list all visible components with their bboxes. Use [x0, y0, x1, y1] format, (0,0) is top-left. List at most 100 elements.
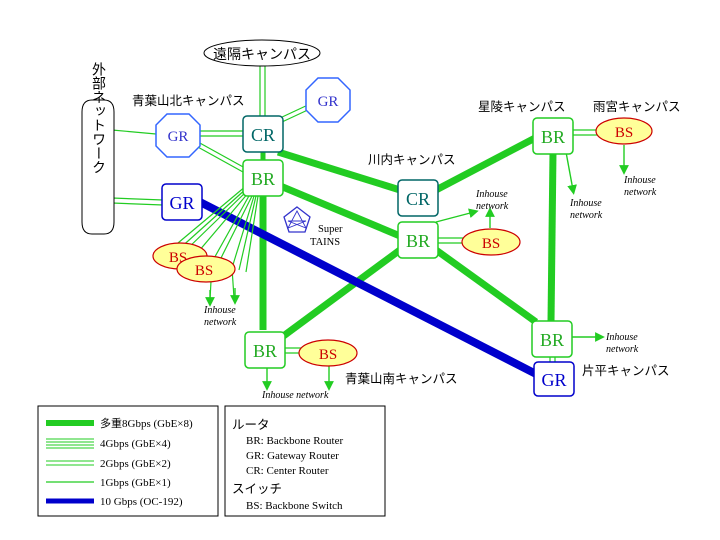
legend-router-cr: CR: Center Router — [246, 465, 329, 477]
aobayama-north-label: 青葉山北キャンパス — [132, 93, 245, 108]
inhouse-text: network — [624, 187, 657, 198]
links — [111, 62, 598, 379]
inhouse-text: Inhouse — [203, 305, 236, 316]
legend-label-10gbps: 10 Gbps (OC-192) — [100, 496, 183, 508]
gr-octagon-left[interactable]: GR — [155, 113, 201, 158]
amamiya-label: 雨宮キャンパス — [593, 99, 681, 114]
br-aobayama-south[interactable]: BR — [244, 331, 286, 369]
legend-swatch-double — [46, 460, 94, 466]
bs-aobayama-south[interactable]: BS — [298, 339, 358, 367]
inhouse-text: Inhouse — [605, 332, 638, 343]
cr-north-label: CR — [251, 125, 275, 145]
link-br-north-fan-3 — [183, 189, 249, 253]
link-br-north-fan-8 — [238, 195, 257, 271]
seiryo-label: 星陵キャンパス — [478, 99, 566, 114]
inhouse-seiryo-label: Inhouse network — [569, 198, 603, 221]
link-gr-north-gr-katahira — [198, 198, 540, 379]
br-kawauchi[interactable]: BR — [397, 221, 439, 259]
link-br-north-fan-9 — [245, 195, 259, 273]
arrow-seiryo-inhouse — [565, 151, 577, 195]
br-seiryo[interactable]: BR — [532, 117, 574, 155]
link-br-north-fan-1 — [171, 185, 247, 249]
legend-switch-bs: BS: Backbone Switch — [246, 500, 343, 512]
inhouse-text: Inhouse — [623, 175, 656, 186]
inhouse-text: network — [606, 344, 639, 355]
link-br-north-fan-2 — [177, 187, 248, 251]
bs-kawauchi-label: BS — [482, 236, 500, 252]
gr-left-label: GR — [168, 129, 189, 145]
super-tains-line2: TAINS — [310, 237, 340, 248]
link-br-north-fan-5 — [211, 193, 251, 263]
gr-katahira-label: GR — [541, 370, 566, 390]
super-tains-line1: Super — [318, 224, 343, 235]
legend-label-2gbps: 2Gbps (GbE×2) — [100, 458, 171, 470]
legend-switch-title: スイッチ — [232, 481, 282, 496]
link-gr-left-br-a — [197, 141, 246, 169]
br-katahira[interactable]: BR — [531, 320, 573, 358]
br-aobayama-north[interactable]: BR — [242, 159, 284, 197]
legend-swatch-quad — [46, 438, 94, 449]
kawauchi-label: 川内キャンパス — [368, 152, 456, 167]
inhouse-kawauchi-label: Inhouse network — [475, 189, 509, 212]
gr-top-label: GR — [318, 94, 339, 110]
inhouse-text: network — [476, 201, 509, 212]
super-tains-logo: Super TAINS — [283, 206, 343, 248]
external-network-label: 外部ネットワーク — [90, 62, 106, 174]
link-cr-kawauchi-br-seiryo — [434, 133, 539, 194]
toi-campus-label: 遠隔キャンパス — [213, 47, 311, 63]
legend-router-title: ルータ — [232, 417, 270, 432]
gr-octagon-top[interactable]: GR — [305, 77, 351, 123]
arrow-kawauchi-inhouse — [435, 208, 479, 223]
inhouse-text: Inhouse — [475, 189, 508, 200]
legend-label-8gbps: 多重8Gbps (GbE×8) — [100, 416, 193, 430]
inhouse-amamiya-label: Inhouse network — [623, 175, 657, 198]
aobayama-south-label: 青葉山南キャンパス — [345, 371, 458, 386]
link-br-seiryo-br-katahira — [547, 151, 557, 323]
link-ext-gr-blue-b — [111, 202, 164, 206]
cr-aobayama-north[interactable]: CR — [242, 115, 284, 153]
inhouse-text: Inhouse — [569, 198, 602, 209]
br-north-label: BR — [251, 169, 275, 189]
link-cr-gr-top-a — [279, 103, 311, 119]
link-br-north-fan-7 — [231, 195, 255, 269]
br-katahira-label: BR — [540, 330, 564, 350]
link-br-north-fan-4 — [192, 191, 250, 259]
bs-aobayama-north-2[interactable]: BS — [176, 255, 236, 283]
cr-kawauchi-label: CR — [406, 189, 430, 209]
katahira-label: 片平キャンパス — [582, 363, 670, 378]
link-ext-gr-blue-a — [111, 197, 164, 201]
legend-label-1gbps: 1Gbps (GbE×1) — [100, 477, 171, 489]
gr-aobayama-north-blue[interactable]: GR — [161, 183, 203, 221]
bs-north-2-label: BS — [195, 263, 213, 279]
external-network-node: 外部ネットワーク — [81, 62, 115, 235]
toi-campus-node: 遠隔キャンパス — [203, 39, 321, 67]
legend-router-gr: GR: Gateway Router — [246, 450, 339, 462]
link-gr-left-br-b — [195, 145, 244, 173]
gr-blue-north-label: GR — [169, 193, 194, 213]
link-br-north-fan-6 — [217, 195, 253, 265]
legend-label-4gbps: 4Gbps (GbE×4) — [100, 438, 171, 450]
link-ext-gr-left — [111, 129, 157, 135]
br-kawauchi-label: BR — [406, 231, 430, 251]
br-south-label: BR — [253, 341, 277, 361]
bs-south-label: BS — [319, 347, 337, 363]
legend-devices: ルータ BR: Backbone Router GR: Gateway Rout… — [224, 405, 386, 517]
link-br-north-br-kawauchi — [276, 181, 402, 240]
bs-amamiya[interactable]: BS — [595, 117, 653, 145]
cr-kawauchi[interactable]: CR — [397, 179, 439, 217]
link-br-kawauchi-br-katahira — [433, 247, 539, 325]
inhouse-arrows — [205, 145, 629, 391]
bs-kawauchi[interactable]: BS — [461, 228, 521, 256]
bs-amamiya-label: BS — [615, 125, 633, 141]
pentagon-icon — [283, 206, 311, 233]
link-br-kawauchi-br-south — [275, 247, 403, 343]
gr-katahira-blue[interactable]: GR — [533, 361, 575, 397]
inhouse-south-label: Inhouse network — [261, 390, 329, 401]
legend-links: 多重8Gbps (GbE×8) 4Gbps (GbE×4) 2Gbps (GbE… — [37, 405, 219, 517]
inhouse-text: network — [204, 317, 237, 328]
legend-router-br: BR: Backbone Router — [246, 435, 343, 447]
inhouse-katahira-label: Inhouse network — [605, 332, 639, 355]
br-seiryo-label: BR — [541, 127, 565, 147]
inhouse-north-label: Inhouse network — [203, 305, 237, 328]
